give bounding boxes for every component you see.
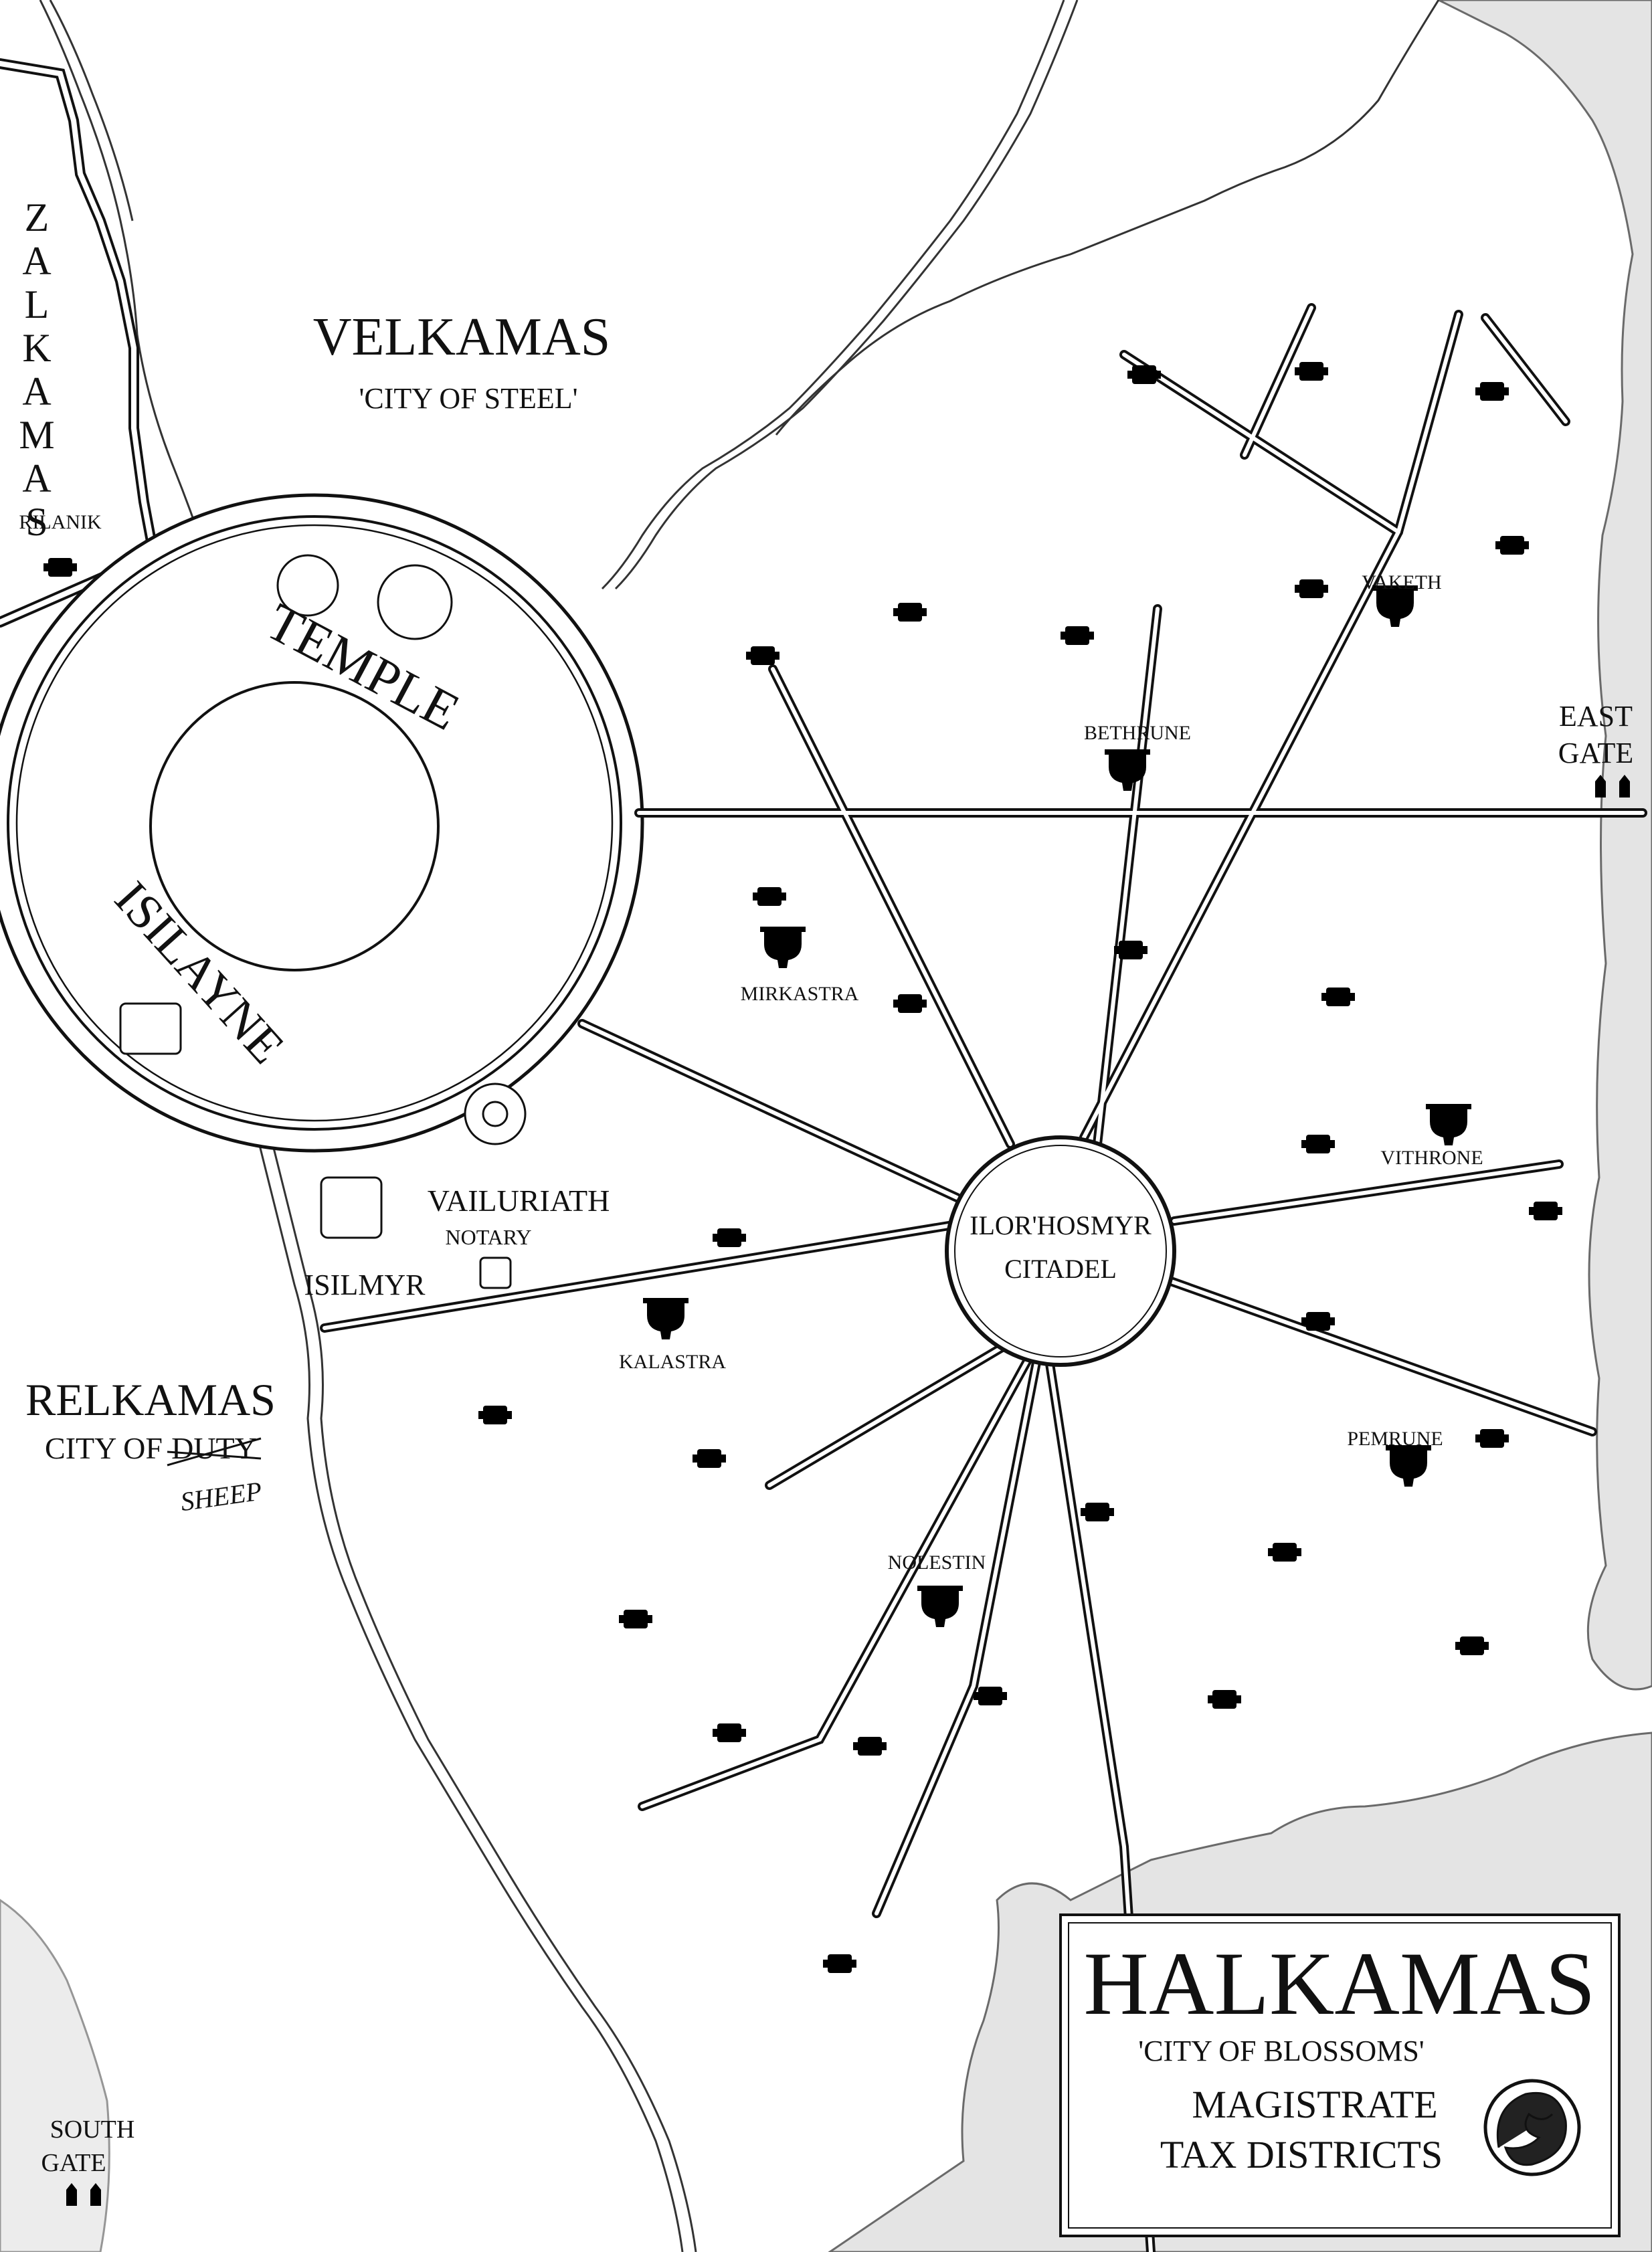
district-label-vaketh: VAKETH: [1362, 571, 1441, 593]
landmark-label-rilanik: RILANIK: [19, 511, 102, 533]
district-label-mirkastra: MIRKASTRA: [741, 983, 859, 1005]
east-gate-label-1: EAST: [1559, 700, 1633, 733]
legend-line-1: MAGISTRATE: [1192, 2083, 1437, 2126]
dragon-seal-icon: [1483, 2079, 1581, 2176]
map-subtitle: 'CITY OF BLOSSOMS': [1138, 2035, 1424, 2067]
citadel-label-line1: ILOR'HOSMYR: [970, 1210, 1152, 1240]
south-gate-label-1: SOUTH: [50, 2116, 135, 2144]
district-label-pemrune: PEMRUNE: [1347, 1428, 1443, 1450]
district-label-vithrone: VITHRONE: [1380, 1147, 1483, 1169]
region-label-relkamas: RELKAMAS: [25, 1374, 276, 1425]
road-network: [320, 303, 1647, 2252]
map-title: HALKAMAS: [1083, 1934, 1595, 2034]
svg-text:A: A: [22, 239, 51, 283]
relkamas-struck-word: DUTY: [167, 1431, 262, 1467]
svg-text:A: A: [22, 456, 51, 500]
svg-text:L: L: [25, 282, 50, 326]
svg-text:S: S: [25, 500, 48, 544]
district-label-bethrune: BETHRUNE: [1084, 722, 1191, 744]
terrain-east: [1438, 0, 1652, 1691]
terrain-west-hills: [0, 1899, 110, 2252]
temple-district: [0, 493, 644, 1153]
region-label-zalkamas: Z A L K A M A S: [19, 195, 54, 544]
landmark-label-isilmyr: ISILMYR: [304, 1269, 426, 1301]
river: [39, 0, 1440, 2252]
relkamas-handwritten-word: SHEEP: [179, 1476, 264, 1517]
svg-text:Z: Z: [25, 195, 50, 240]
south-gate-label-2: GATE: [41, 2149, 106, 2177]
region-sub-velkamas: 'CITY OF STEEL': [359, 382, 577, 415]
east-gate-label-2: GATE: [1558, 737, 1633, 769]
title-cartouche: HALKAMAS 'CITY OF BLOSSOMS' MAGISTRATE T…: [1059, 1913, 1621, 2237]
district-label-kalastra: KALASTRA: [619, 1351, 726, 1373]
buildings: [43, 362, 1562, 1973]
citadel: [945, 1135, 1176, 1367]
region-label-velkamas: VELKAMAS: [313, 308, 610, 367]
svg-text:A: A: [22, 369, 51, 413]
region-sub-relkamas: CITY OF: [45, 1431, 163, 1465]
citadel-label-line2: CITADEL: [1004, 1254, 1117, 1284]
svg-text:K: K: [22, 326, 51, 370]
landmark-label-notary: NOTARY: [446, 1225, 532, 1249]
district-label-nolestin: NOLESTIN: [888, 1552, 986, 1574]
legend-line-2: TAX DISTRICTS: [1160, 2133, 1443, 2176]
landmark-label-vailuriath: VAILURIATH: [428, 1184, 610, 1218]
svg-text:M: M: [19, 413, 54, 457]
